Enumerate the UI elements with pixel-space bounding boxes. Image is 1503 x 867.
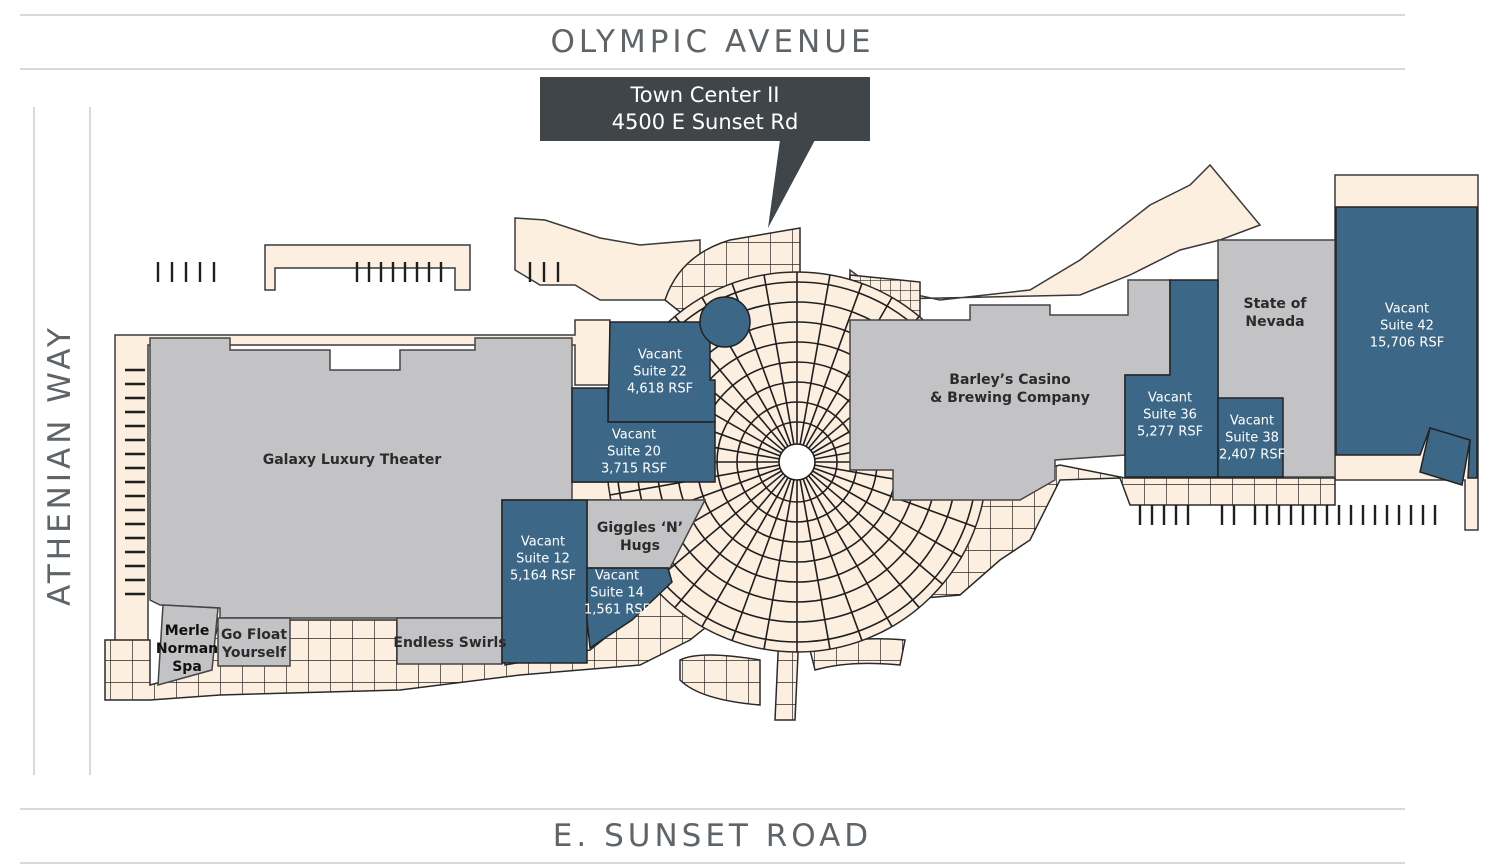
merle-label-line: Spa — [172, 659, 202, 675]
plaza-hub — [778, 443, 816, 481]
callout-pointer — [768, 140, 815, 228]
plaza-spoke — [802, 478, 863, 641]
suite20-label-line: Vacant — [612, 428, 656, 443]
plaza-spoke — [812, 470, 962, 558]
suite36-label-line: Suite 36 — [1143, 408, 1197, 423]
giggles-label-line: Hugs — [620, 538, 660, 554]
endless-building — [396, 617, 503, 665]
plaza-spoke — [807, 475, 920, 609]
giggles-label-line: Giggles ‘N’ — [597, 520, 683, 536]
street-label-south: E. SUNSET ROAD — [552, 818, 873, 854]
street-band-north: OLYMPIC AVENUE — [20, 14, 1405, 70]
plaza-spoke — [701, 477, 789, 627]
suite20-shape — [571, 387, 716, 483]
barleys-label-line: Barley’s Casino — [949, 372, 1071, 388]
suite36-label-line: Vacant — [1148, 391, 1192, 406]
buildings — [149, 206, 1478, 687]
plaza-spoke — [763, 274, 795, 445]
suite36-shape — [1124, 279, 1219, 478]
suite14-label-line: 1,561 RSF — [584, 603, 650, 618]
suite12-label-line: Vacant — [521, 535, 565, 550]
suite22-label-line: Suite 22 — [633, 365, 687, 380]
suite42-label-line: Suite 42 — [1380, 319, 1434, 334]
suite38-label-line: Vacant — [1230, 414, 1274, 429]
suite36-label-line: 5,277 RSF — [1137, 425, 1203, 440]
barleys-label-line: & Brewing Company — [930, 390, 1090, 406]
street-band-south: E. SUNSET ROAD — [20, 808, 1405, 864]
plaza-spoke — [799, 274, 831, 445]
plaza-spoke — [799, 479, 831, 650]
merle-label-line: Norman — [156, 641, 218, 657]
merle-building — [157, 604, 219, 687]
suite12-label-line: Suite 12 — [516, 552, 570, 567]
plaza-spoke — [731, 478, 792, 641]
suite42-label-line: 15,706 RSF — [1370, 336, 1444, 351]
suite20-label-line: Suite 20 — [607, 445, 661, 460]
gofloat-label-line: Yourself — [221, 645, 287, 661]
plaza-spoke — [674, 475, 787, 609]
suite12-label-line: 5,164 RSF — [510, 569, 576, 584]
plaza-spoke — [763, 479, 795, 650]
callout-address: 4500 E Sunset Rd — [611, 110, 799, 134]
tenant-labels: Galaxy Luxury Theater Barley’s Casino & Br… — [156, 296, 1444, 675]
suite14-shape — [586, 567, 673, 650]
suite38-label-line: Suite 38 — [1225, 431, 1279, 446]
suite42-kiosk — [1419, 427, 1471, 486]
plaza-spoke — [805, 477, 893, 627]
gofloat-label-line: Go Float — [221, 627, 287, 643]
suite38-label-line: 2,407 RSF — [1219, 448, 1285, 463]
suite14-label-line: Suite 14 — [590, 586, 644, 601]
plaza-spoke — [650, 472, 784, 585]
suite22-label-line: 4,618 RSF — [627, 382, 693, 397]
location-callout: Town Center II 4500 E Sunset Rd — [540, 77, 870, 141]
nevada-label-line: State of — [1244, 296, 1308, 312]
suite22-round — [699, 296, 751, 348]
suite12-shape — [501, 499, 588, 664]
street-band-west — [33, 107, 91, 775]
callout-title: Town Center II — [630, 83, 780, 107]
gofloat-building — [217, 617, 291, 667]
galaxy-label-line: Galaxy Luxury Theater — [263, 452, 442, 468]
suite38-shape — [1217, 397, 1284, 478]
suite20-label-line: 3,715 RSF — [601, 462, 667, 477]
plaza-spoke — [810, 472, 944, 585]
parking-stripes — [125, 262, 1437, 596]
street-label-north: OLYMPIC AVENUE — [550, 24, 875, 60]
nevada-label-line: Nevada — [1245, 314, 1304, 330]
plaza-spoke — [802, 283, 863, 446]
suite22-label-line: Vacant — [638, 348, 682, 363]
suite14-label-line: Vacant — [595, 569, 639, 584]
suite42-label-line: Vacant — [1385, 302, 1429, 317]
endless-label-line: Endless Swirls — [393, 635, 506, 651]
merle-label-line: Merle — [165, 623, 210, 639]
